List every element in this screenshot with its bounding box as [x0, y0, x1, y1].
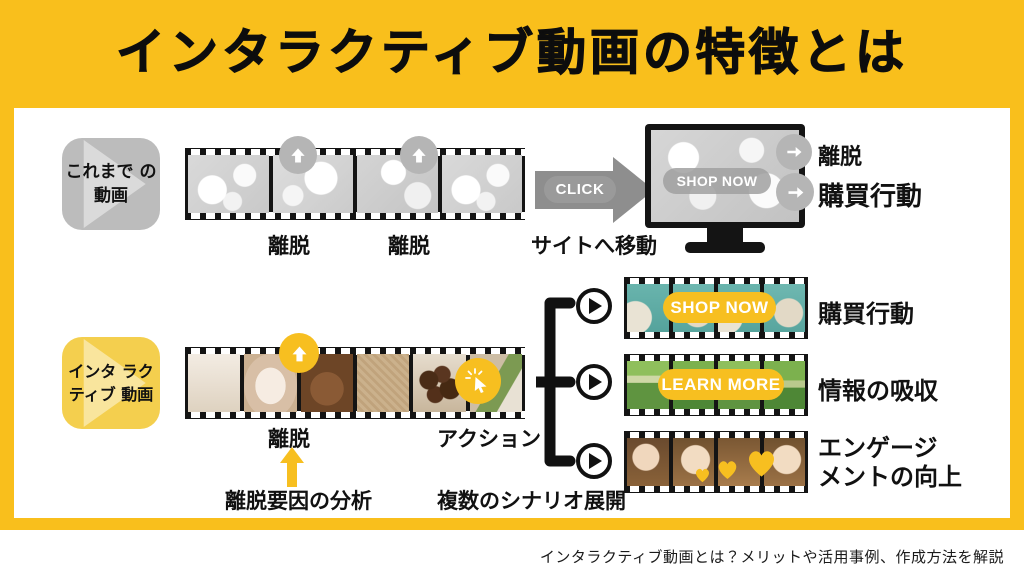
film-perforations-top	[185, 348, 525, 355]
arrow-up-icon	[279, 333, 319, 373]
film-perforations-bottom	[185, 212, 525, 219]
film-cell	[672, 438, 714, 486]
outcome-purchase-label-branch: 購買行動	[818, 300, 914, 328]
heart-icon-large	[745, 448, 778, 483]
film-perforations-top	[185, 149, 525, 156]
click-arrow-graphic: CLICK	[535, 155, 655, 225]
analysis-label: 離脱要因の分析	[225, 489, 372, 513]
action-label: アクション	[437, 427, 541, 451]
branch-connector	[530, 285, 606, 480]
film-cell	[188, 354, 241, 412]
play-triangle-icon	[83, 140, 146, 228]
film-perforations-bottom	[624, 331, 808, 338]
film-frames	[185, 155, 525, 213]
film-perforations-bottom	[624, 485, 808, 492]
film-cell	[441, 155, 522, 213]
outcome-exit-label: 離脱	[818, 145, 863, 170]
heart-icon-small	[694, 467, 711, 488]
monitor-screen: SHOP NOW	[651, 130, 799, 222]
cursor-click-icon	[455, 358, 501, 404]
outcome-information-label: 情報の吸収	[818, 377, 938, 405]
footer-caption: インタラクティブ動画とは？メリットや活用事例、作成方法を解説	[539, 548, 1004, 566]
exit-label-2: 離脱	[388, 234, 430, 258]
heart-icon-medium	[716, 459, 739, 485]
outcome-purchase-label: 購買行動	[818, 182, 923, 212]
shop-now-cta-monitor[interactable]: SHOP NOW	[663, 168, 771, 194]
film-perforations-top	[624, 432, 808, 439]
play-icon[interactable]	[576, 288, 612, 324]
shop-now-cta[interactable]: SHOP NOW	[663, 292, 776, 323]
filmstrip-branch-engagement	[624, 431, 808, 493]
page-title: インタラクティブ動画の特徴とは	[115, 23, 909, 81]
play-icon[interactable]	[576, 443, 612, 479]
play-triangle-icon	[589, 453, 602, 469]
exit-label-interactive: 離脱	[268, 427, 310, 451]
arrow-right-icon	[776, 134, 812, 170]
monitor-stand-base	[685, 242, 765, 253]
click-label: CLICK	[544, 176, 616, 203]
monitor-graphic: SHOP NOW	[645, 124, 805, 253]
arrow-up-icon	[279, 447, 305, 487]
film-perforations-top	[624, 278, 808, 285]
footer-band	[0, 530, 1024, 576]
monitor-bezel: SHOP NOW	[645, 124, 805, 228]
play-triangle-icon	[589, 374, 602, 390]
film-cell	[356, 354, 410, 412]
monitor-stand-neck	[707, 228, 743, 244]
category-interactive-video: インタ ラクティブ 動画	[62, 337, 160, 429]
arrow-up-icon	[400, 136, 438, 174]
film-perforations-top	[624, 355, 808, 362]
exit-label-1: 離脱	[268, 234, 310, 258]
filmstrip-legacy	[185, 148, 525, 220]
outcome-engagement-label: エンゲージ メントの向上	[818, 434, 962, 491]
scenario-label: 複数のシナリオ展開	[437, 489, 626, 513]
category-legacy-video: これまで の 動画	[62, 138, 160, 230]
play-icon[interactable]	[576, 364, 612, 400]
film-frames	[185, 354, 525, 412]
film-cell	[627, 284, 669, 332]
learn-more-cta[interactable]: LEARN MORE	[658, 369, 784, 400]
category-legacy-label: これまで の 動画	[65, 162, 157, 206]
play-triangle-icon	[83, 339, 146, 427]
film-cell	[188, 155, 269, 213]
arrow-up-icon	[279, 136, 317, 174]
site-transition-label: サイトへ移動	[531, 234, 657, 258]
film-cell	[627, 438, 669, 486]
film-perforations-bottom	[624, 408, 808, 415]
title-band	[0, 0, 1024, 108]
film-perforations-bottom	[185, 411, 525, 418]
arrow-right-icon	[776, 173, 814, 211]
category-interactive-label: インタ ラクティブ 動画	[68, 362, 154, 404]
play-triangle-icon	[589, 298, 602, 314]
